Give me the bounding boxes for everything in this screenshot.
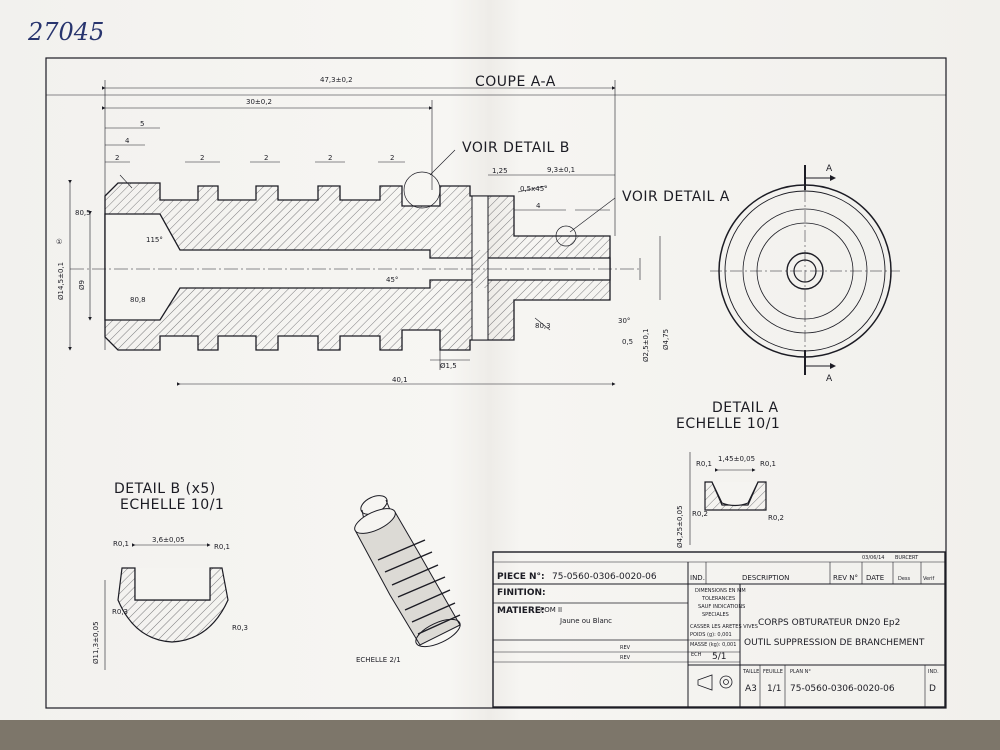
matiere-label: MATIERE: xyxy=(497,606,545,616)
plan-value: 75-0560-0306-0020-06 xyxy=(790,684,895,694)
dim-dia-1-5: Ø1,5 xyxy=(440,362,457,370)
ind-label: IND. xyxy=(690,574,705,582)
detail-a-r2: R0,2 xyxy=(692,510,708,518)
tolerance-2: TOLERANCES xyxy=(702,596,736,602)
detail-b-r1: R0,1 xyxy=(113,540,129,548)
tolerance-4: SPECIALES xyxy=(702,612,729,618)
detail-a-r1b: R0,1 xyxy=(760,460,776,468)
ech-value: 5/1 xyxy=(712,652,727,662)
piece-label: PIECE N°: xyxy=(497,572,545,582)
date-label: DATE xyxy=(866,574,885,582)
dim-115-deg: 115° xyxy=(146,236,163,244)
matiere-value: POM II xyxy=(540,606,563,614)
dess-label: Dess xyxy=(898,576,911,582)
dim-chamfer: 0,5x45° xyxy=(520,185,548,193)
ind-value: D xyxy=(929,684,936,694)
dim-circled-1: ① xyxy=(56,238,63,246)
dim-overall-length: 47,3±0,2 xyxy=(320,76,353,84)
end-view xyxy=(710,165,900,375)
callout-detail-b: VOIR DETAIL B xyxy=(462,140,570,156)
dim-45-deg: 45° xyxy=(386,276,399,284)
sheet-value: 1/1 xyxy=(767,684,782,694)
dim-1-25: 1,25 xyxy=(492,167,508,175)
dim-30-deg: 30° xyxy=(618,317,631,325)
dim-dia-4-75: Ø4,75 xyxy=(662,328,670,350)
section-mark-bottom: A xyxy=(826,374,833,384)
section-dimensions xyxy=(68,80,661,386)
title-block-lines xyxy=(492,551,946,708)
detail-a-title: DETAIL A xyxy=(712,400,779,416)
drawing-frame xyxy=(45,57,947,709)
dim-9-3: 9,3±0,1 xyxy=(547,166,576,174)
rev-label: REV N° xyxy=(833,574,859,582)
dim-5: 5 xyxy=(140,120,145,128)
dim-4: 4 xyxy=(125,137,130,145)
detail-a-dia: Ø4,25±0,05 xyxy=(676,505,684,548)
dim-r-80-3: 80,3 xyxy=(535,322,551,330)
detail-b-scale: ECHELLE 10/1 xyxy=(120,497,225,513)
dim-dia-14-5: Ø14,5±0,1 xyxy=(57,261,65,300)
handwritten-note: 27045 xyxy=(28,18,105,46)
dim-dia-9: Ø9 xyxy=(78,280,86,290)
date-value: 03/06/14 xyxy=(862,555,885,561)
dim-2-b: 2 xyxy=(200,154,205,162)
tolerance-5: CASSER LES ARETES VIVES xyxy=(690,624,758,630)
dim-2-e: 2 xyxy=(390,154,395,162)
section-title: COUPE A-A xyxy=(475,74,556,90)
detail-b-profile xyxy=(104,543,229,670)
iso-3d-view xyxy=(354,495,461,648)
detail-b-r2b: R0,3 xyxy=(232,624,248,632)
dim-length-40: 40,1 xyxy=(392,376,408,384)
dim-dia-2-5: Ø2,5±0,1 xyxy=(642,328,650,362)
tolerance-1: DIMENSIONS EN MM xyxy=(695,588,746,594)
dim-2-a: 2 xyxy=(115,154,120,162)
ech-label: ECH xyxy=(691,652,702,658)
plan-label: PLAN N° xyxy=(790,669,811,675)
ind-label-bottom: IND. xyxy=(928,669,939,675)
verif-label: Verif xyxy=(923,576,935,582)
dim-4-b: 4 xyxy=(536,202,541,210)
part-name-2: OUTIL SUPPRESSION DE BRANCHEMENT xyxy=(744,638,925,648)
detail-a-r2b: R0,2 xyxy=(768,514,784,522)
dim-2-d: 2 xyxy=(328,154,333,162)
dim-length-30: 30±0,2 xyxy=(246,98,272,106)
rev-1: REV xyxy=(620,645,631,651)
detail-a-scale: ECHELLE 10/1 xyxy=(676,416,781,432)
tolerance-6: POIDS (g): 0,001 xyxy=(690,632,732,638)
piece-value: 75-0560-0306-0020-06 xyxy=(552,572,657,582)
rev-2: REV xyxy=(620,655,631,661)
callout-detail-a: VOIR DETAIL A xyxy=(622,189,730,205)
sheet-label: FEUILLE xyxy=(763,669,783,675)
description-label: DESCRIPTION xyxy=(742,574,790,582)
detail-a-r1: R0,1 xyxy=(696,460,712,468)
detail-b-r1b: R0,1 xyxy=(214,543,230,551)
section-mark-top: A xyxy=(826,164,833,174)
detail-b-width: 3,6±0,05 xyxy=(152,536,185,544)
table-surface xyxy=(0,720,1000,750)
dim-r-80-5: 80,5 xyxy=(75,209,91,217)
detail-b-dia: Ø11,3±0,05 xyxy=(92,621,100,664)
size-label: TAILLE xyxy=(743,669,760,675)
masse: MASSE (kg): 0,001 xyxy=(690,642,737,648)
detail-a-profile xyxy=(689,452,767,545)
detail-b-r2: R0,3 xyxy=(112,608,128,616)
dim-2-c: 2 xyxy=(264,154,269,162)
tolerance-3: SAUF INDICATIONS xyxy=(698,604,746,610)
matiere-color: Jaune ou Blanc xyxy=(560,617,613,625)
detail-a-width: 1,45±0,05 xyxy=(718,455,756,463)
author: BURCERT xyxy=(895,555,919,561)
iso-scale: ECHELLE 2/1 xyxy=(356,656,401,664)
part-name-1: CORPS OBTURATEUR DN20 Ep2 xyxy=(758,618,901,628)
dim-r-80-8: 80,8 xyxy=(130,296,146,304)
finition-label: FINITION: xyxy=(497,588,546,598)
section-view xyxy=(70,171,640,351)
detail-b-title: DETAIL B (x5) xyxy=(114,481,216,497)
dim-0-5: 0,5 xyxy=(622,338,634,346)
size-value: A3 xyxy=(745,684,757,694)
